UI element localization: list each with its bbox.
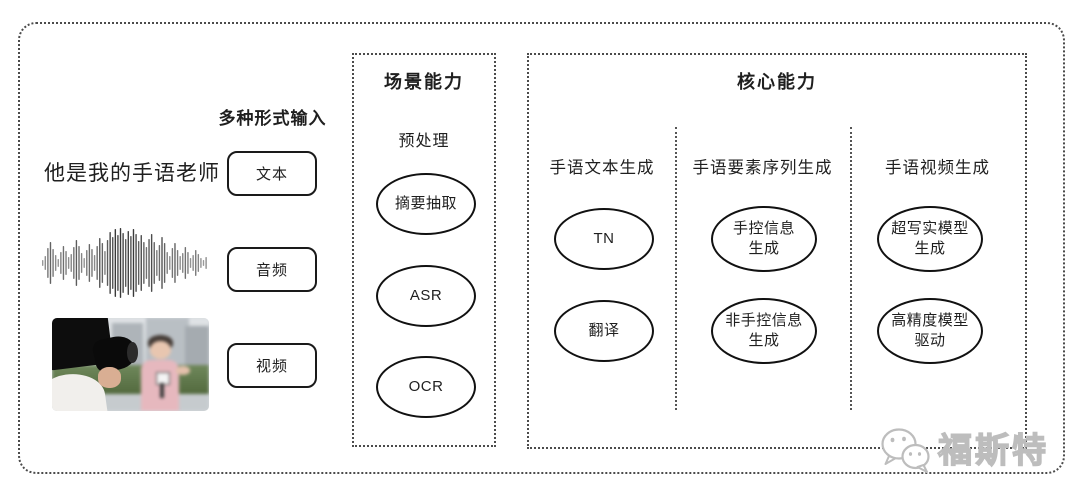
input-type-box-audio: 音频	[227, 247, 317, 292]
building-shape	[185, 326, 209, 375]
node-ocr: OCR	[376, 356, 476, 418]
watermark-text: 福斯特	[937, 431, 1049, 470]
outer-dotted-frame	[18, 22, 1065, 474]
column-header-sign-element-sequence-generation: 手语要素序列生成	[692, 159, 833, 177]
reporter-hand	[176, 366, 191, 375]
input-type-box-video: 视频	[227, 343, 317, 388]
column-divider	[675, 127, 677, 410]
node-translation: 翻译	[554, 300, 654, 362]
node-high-precision-model-driving: 高精度模型 驱动	[877, 298, 983, 364]
chat-bubbles-icon	[881, 427, 930, 473]
column-divider	[850, 127, 852, 410]
scene-capability-panel: 场景能力 预处理 摘要抽取 ASR OCR	[352, 53, 496, 447]
node-manual-feature-generation: 手控信息 生成	[711, 206, 817, 272]
cameraman-hand	[97, 367, 122, 388]
watermark: 福斯特	[878, 420, 1063, 475]
reporter-face	[150, 341, 171, 359]
input-type-label-audio: 音频	[255, 262, 288, 279]
scene-capability-title: 场景能力	[384, 72, 464, 92]
core-capability-panel: 核心能力 手语文本生成 手语要素序列生成 手语视频生成 TN 翻译 手控信息 生…	[527, 53, 1027, 449]
input-type-label-video: 视频	[255, 358, 288, 375]
core-capability-title: 核心能力	[737, 72, 817, 92]
preprocessing-label: 预处理	[398, 133, 450, 150]
audio-waveform-graphic	[42, 228, 207, 298]
column-header-sign-text-generation: 手语文本生成	[549, 159, 655, 177]
sample-input-sentence: 他是我的手语老师	[44, 162, 220, 185]
node-summary-extraction: 摘要抽取	[376, 173, 476, 235]
camera-lens-ring	[127, 342, 139, 363]
input-type-box-text: 文本	[227, 151, 317, 196]
node-asr: ASR	[376, 265, 476, 327]
video-thumbnail	[52, 318, 209, 411]
node-tn: TN	[554, 208, 654, 270]
column-header-sign-video-generation: 手语视频生成	[885, 159, 990, 177]
input-type-label-text: 文本	[255, 166, 288, 183]
microphone-handle	[159, 383, 165, 398]
node-non-manual-feature-generation: 非手控信息 生成	[711, 298, 817, 364]
input-section-title: 多种形式输入	[218, 109, 327, 128]
node-hyperrealistic-model-generation: 超写实模型 生成	[877, 206, 983, 272]
